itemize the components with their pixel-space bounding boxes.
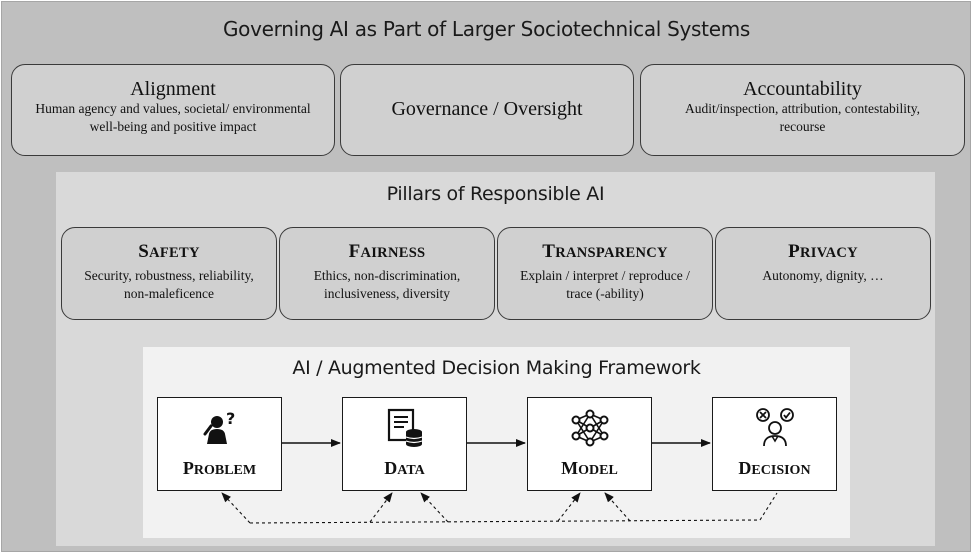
framework-title: AI / Augmented Decision Making Framework [292, 357, 701, 379]
alignment-card: Alignment Human agency and values, socie… [11, 64, 335, 156]
governance-heading: Governance / Oversight [391, 98, 583, 120]
governance-card: Governance / Oversight [340, 64, 634, 156]
pillar-fairness-heading: FAIRNESS [348, 241, 426, 262]
person-question-icon: ? [203, 409, 235, 444]
svg-text:?: ? [226, 409, 235, 428]
accountability-description: Audit/inspection, attribution, contestab… [685, 101, 920, 134]
accountability-card: Accountability Audit/inspection, attribu… [640, 64, 965, 156]
stage-problem: ? PROBLEM [157, 397, 282, 491]
pillar-fairness-description: Ethics, non-discrimination, inclusivenes… [313, 268, 461, 301]
pillar-safety: SAFETY Security, robustness, reliability… [61, 227, 277, 320]
pillar-safety-heading: SAFETY [138, 241, 200, 262]
alignment-description: Human agency and values, societal/ envir… [35, 101, 311, 134]
stage-data: DATA [342, 397, 467, 491]
stage-model-label: MODEL [561, 458, 618, 478]
accountability-heading: Accountability [743, 78, 862, 100]
stage-model: MODEL [527, 397, 652, 491]
document-database-icon [387, 408, 423, 447]
pillar-transparency-description: Explain / interpret / reproduce / trace … [520, 268, 690, 301]
pillar-privacy: PRIVACY Autonomy, dignity, … [715, 227, 931, 320]
person-choice-icon [756, 408, 794, 447]
neural-network-icon [571, 409, 609, 447]
pillar-privacy-heading: PRIVACY [788, 241, 858, 262]
feedback-arrows [221, 492, 778, 524]
pillar-transparency: TRANSPARENCY Explain / interpret / repro… [497, 227, 713, 320]
pillar-transparency-heading: TRANSPARENCY [542, 241, 668, 262]
stage-problem-label: PROBLEM [182, 458, 257, 478]
pillar-privacy-description: Autonomy, dignity, … [762, 268, 884, 283]
pillars-title: Pillars of Responsible AI [386, 183, 605, 205]
stage-decision-label: DECISION [738, 458, 811, 478]
stage-data-label: DATA [384, 458, 425, 478]
stage-decision: DECISION [712, 397, 837, 491]
alignment-heading: Alignment [130, 78, 216, 100]
page-title: Governing AI as Part of Larger Sociotech… [222, 17, 751, 41]
pillar-safety-description: Security, robustness, reliability, non-m… [84, 268, 254, 301]
pillar-fairness: FAIRNESS Ethics, non-discrimination, inc… [279, 227, 495, 320]
